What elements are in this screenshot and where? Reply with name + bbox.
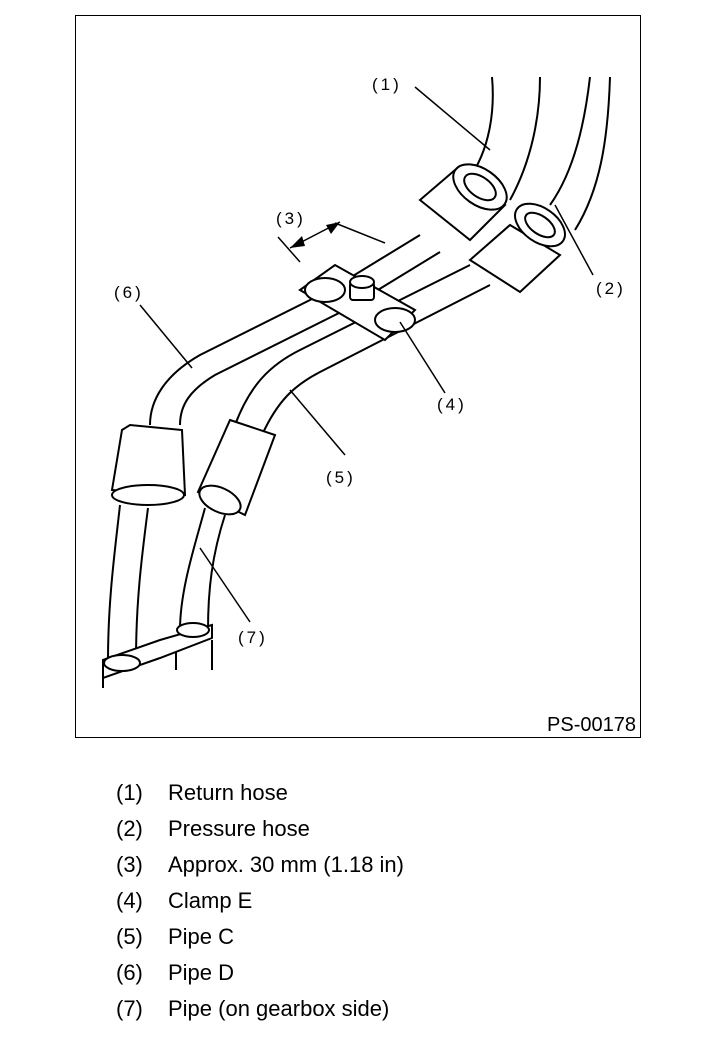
legend-text: Pipe (on gearbox side) (168, 996, 390, 1021)
leader-lines (139, 86, 594, 623)
callout-2: (2) (596, 279, 626, 298)
callout-7: (7) (238, 628, 268, 647)
dimension-arrow (289, 221, 341, 249)
legend-list: (1) Return hose (2) Pressure hose (3) Ap… (116, 780, 404, 1032)
callout-6: (6) (114, 283, 144, 302)
gearbox-side-pipes (102, 504, 226, 688)
legend-number: (3) (116, 852, 143, 877)
legend-item: (6) Pipe D (116, 960, 404, 996)
legend-number: (7) (116, 996, 143, 1021)
clamp-e (298, 263, 417, 342)
pipe-d-nut (110, 423, 187, 506)
legend-text: Pressure hose (168, 816, 310, 841)
legend-number: (1) (116, 780, 143, 805)
figure-code: PS-00178 (547, 714, 636, 736)
pipe-d (149, 234, 441, 426)
callout-3: (3) (276, 209, 306, 228)
legend-number: (2) (116, 816, 143, 841)
pipe-c (234, 264, 491, 436)
legend-item: (2) Pressure hose (116, 816, 404, 852)
pipe-c-nut (196, 418, 277, 517)
legend-text: Clamp E (168, 888, 253, 913)
legend-item: (4) Clamp E (116, 888, 404, 924)
hose-pipe-illustration: (1) (2) (3) (4) (5) (6) (7) PS-00178 (102, 75, 636, 736)
pressure-hose-fitting (468, 202, 566, 294)
legend-text: Pipe D (168, 960, 235, 985)
legend-item: (1) Return hose (116, 780, 404, 816)
return-hose-fitting (418, 163, 508, 242)
gearbox-bracket (102, 622, 213, 680)
callout-1: (1) (372, 75, 402, 94)
legend-item: (7) Pipe (on gearbox side) (116, 996, 404, 1032)
callout-5: (5) (326, 468, 356, 487)
legend-number: (4) (116, 888, 143, 913)
legend-item: (5) Pipe C (116, 924, 404, 960)
legend-text: Pipe C (168, 924, 235, 949)
legend-item: (3) Approx. 30 mm (1.18 in) (116, 852, 404, 888)
legend-text: Approx. 30 mm (1.18 in) (168, 852, 404, 877)
pressure-hose (549, 76, 611, 231)
figure-frame (75, 15, 641, 738)
legend-text: Return hose (168, 780, 288, 805)
callout-4: (4) (437, 395, 467, 414)
legend-number: (6) (116, 960, 143, 985)
legend-number: (5) (116, 924, 143, 949)
